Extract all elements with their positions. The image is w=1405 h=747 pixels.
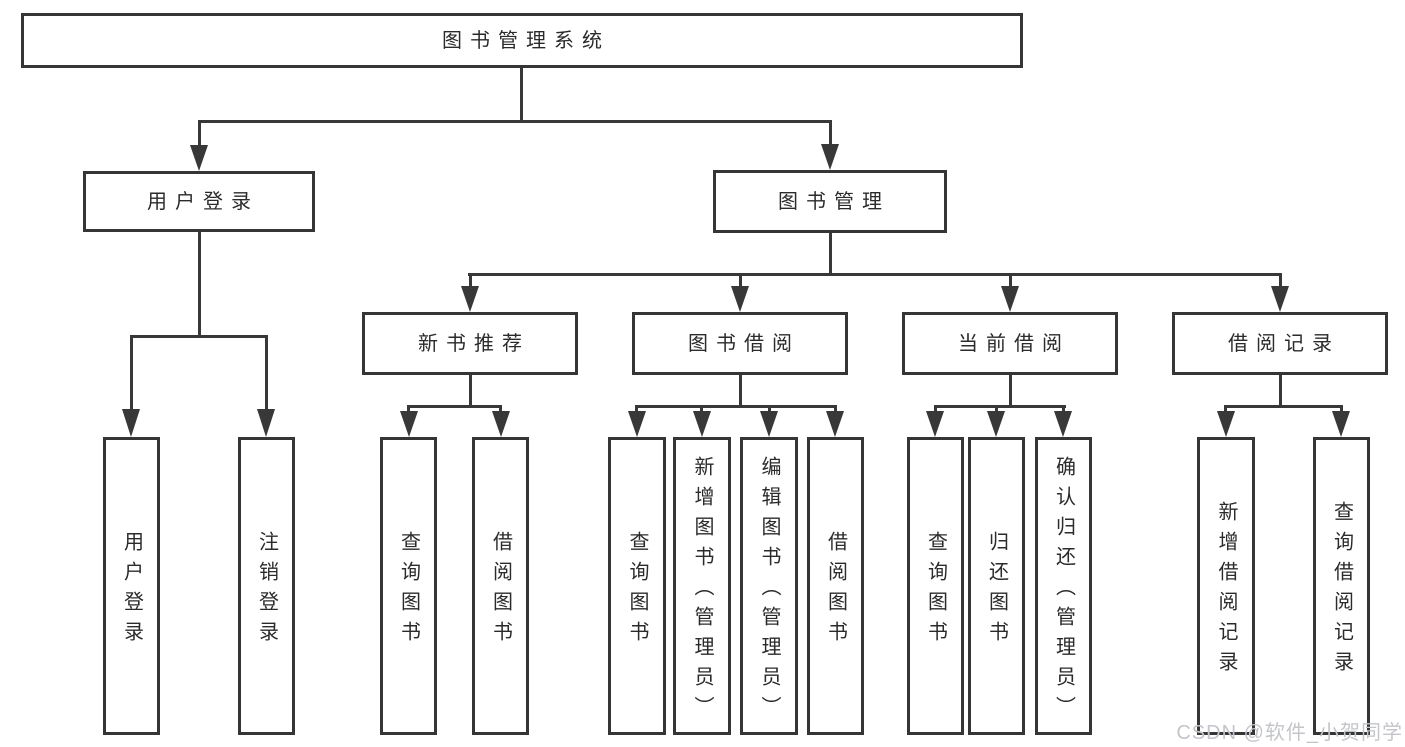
connector-current-borrow-trunk: [1009, 375, 1012, 407]
connector-borrow-records-split: [1224, 405, 1343, 408]
leaf-current-return-book-label: 归还图书: [985, 531, 1008, 651]
node-borrow-records-label: 借阅记录: [1228, 332, 1340, 355]
leaf-logout-label: 注销登录: [255, 531, 278, 651]
leaf-records-add-record-label: 新增借阅记录: [1215, 501, 1237, 681]
node-new-book-recommend-label: 新书推荐: [418, 332, 530, 355]
connector-stub: [1062, 405, 1065, 413]
connector-to-user-login: [198, 120, 201, 146]
node-book-management: 图书管理: [713, 170, 947, 233]
node-library-system: 图书管理系统: [21, 13, 1023, 68]
node-new-book-recommend: 新书推荐: [362, 312, 578, 375]
leaf-newbooks-borrow-book-label: 借阅图书: [489, 531, 512, 651]
node-current-borrow-label: 当前借阅: [958, 332, 1070, 355]
connector-level2-split: [198, 120, 832, 123]
arrow-down-leaf-login: [122, 409, 140, 437]
leaf-newbooks-query-book-label: 查询图书: [397, 531, 420, 651]
node-book-borrow-label: 图书借阅: [688, 332, 800, 355]
arrow-down-leaf: [760, 411, 778, 437]
leaf-newbooks-borrow-book: 借阅图书: [472, 437, 529, 735]
leaf-borrow-add-book-admin-label: 新增图书（管理员）: [691, 456, 713, 726]
connector-to-current-borrow: [1009, 273, 1012, 288]
connector-stub: [834, 405, 837, 413]
connector-stub: [499, 405, 502, 413]
arrow-down-leaf: [1332, 411, 1350, 437]
leaf-current-query-book-label: 查询图书: [924, 531, 947, 651]
leaf-newbooks-query-book: 查询图书: [380, 437, 437, 735]
leaf-records-query-record-label: 查询借阅记录: [1330, 501, 1353, 681]
arrow-down-user-login: [190, 145, 208, 171]
arrow-down-book-borrow: [731, 286, 749, 312]
arrow-down-leaf-logout: [257, 409, 275, 437]
connector-user-login-trunk: [198, 232, 201, 338]
arrow-down-new-books: [461, 286, 479, 312]
connector-stub: [1224, 405, 1227, 413]
leaf-user-login: 用户登录: [103, 437, 160, 735]
node-book-management-label: 图书管理: [778, 190, 890, 213]
leaf-current-confirm-return-admin-label: 确认归还（管理员）: [1052, 456, 1075, 726]
connector-to-borrow-records: [1279, 273, 1282, 288]
connector-stub: [407, 405, 410, 413]
connector-new-books-split: [407, 405, 502, 408]
leaf-user-login-label: 用户登录: [120, 531, 143, 651]
leaf-records-add-record: 新增借阅记录: [1197, 437, 1255, 735]
connector-stub: [1340, 405, 1343, 413]
leaf-borrow-edit-book-admin: 编辑图书（管理员）: [740, 437, 798, 735]
arrow-down-leaf: [400, 411, 418, 437]
leaf-current-confirm-return-admin: 确认归还（管理员）: [1035, 437, 1092, 735]
connector-level3-split: [468, 273, 1282, 276]
node-borrow-records: 借阅记录: [1172, 312, 1388, 375]
arrow-down-current-borrow: [1001, 286, 1019, 312]
leaf-records-query-record: 查询借阅记录: [1313, 437, 1370, 735]
arrow-down-leaf: [826, 411, 844, 437]
arrow-down-leaf: [987, 411, 1005, 437]
arrow-down-leaf: [926, 411, 944, 437]
leaf-current-return-book: 归还图书: [968, 437, 1025, 735]
leaf-borrow-query-book: 查询图书: [608, 437, 666, 735]
connector-to-book-mgmt: [829, 120, 832, 146]
leaf-borrow-add-book-admin: 新增图书（管理员）: [673, 437, 731, 735]
connector-to-new-books: [469, 273, 472, 288]
leaf-borrow-borrow-book: 借阅图书: [807, 437, 864, 735]
arrow-down-book-mgmt: [821, 144, 839, 170]
connector-to-leaf-logout: [265, 335, 268, 411]
connector-current-borrow-split: [934, 405, 1066, 408]
node-user-login: 用户登录: [83, 171, 315, 232]
connector-book-borrow-trunk: [739, 375, 742, 407]
connector-borrow-records-trunk: [1279, 375, 1282, 407]
arrow-down-leaf: [1217, 411, 1235, 437]
arrow-down-borrow-records: [1271, 286, 1289, 312]
node-library-system-label: 图书管理系统: [442, 29, 610, 52]
arrow-down-leaf: [492, 411, 510, 437]
connector-book-mgmt-trunk: [829, 233, 832, 276]
node-book-borrow: 图书借阅: [632, 312, 848, 375]
connector-book-borrow-split: [635, 405, 837, 408]
arrow-down-leaf: [1054, 411, 1072, 437]
connector-root-trunk: [520, 68, 523, 120]
leaf-current-query-book: 查询图书: [907, 437, 964, 735]
connector-stub: [995, 405, 998, 413]
connector-user-login-split: [130, 335, 268, 338]
leaf-logout: 注销登录: [238, 437, 295, 735]
arrow-down-leaf: [693, 411, 711, 437]
connector-to-leaf-login: [130, 335, 133, 411]
connector-to-book-borrow: [739, 273, 742, 288]
leaf-borrow-query-book-label: 查询图书: [626, 531, 648, 651]
connector-stub: [635, 405, 638, 413]
node-user-login-label: 用户登录: [147, 190, 259, 213]
csdn-watermark: CSDN @软件_小贺同学: [1176, 722, 1403, 744]
node-current-borrow: 当前借阅: [902, 312, 1118, 375]
connector-stub: [934, 405, 937, 413]
leaf-borrow-edit-book-admin-label: 编辑图书（管理员）: [758, 456, 780, 726]
connector-new-books-trunk: [469, 375, 472, 407]
leaf-borrow-borrow-book-label: 借阅图书: [824, 531, 847, 651]
connector-stub: [768, 405, 771, 413]
connector-stub: [700, 405, 703, 413]
arrow-down-leaf: [628, 411, 646, 437]
